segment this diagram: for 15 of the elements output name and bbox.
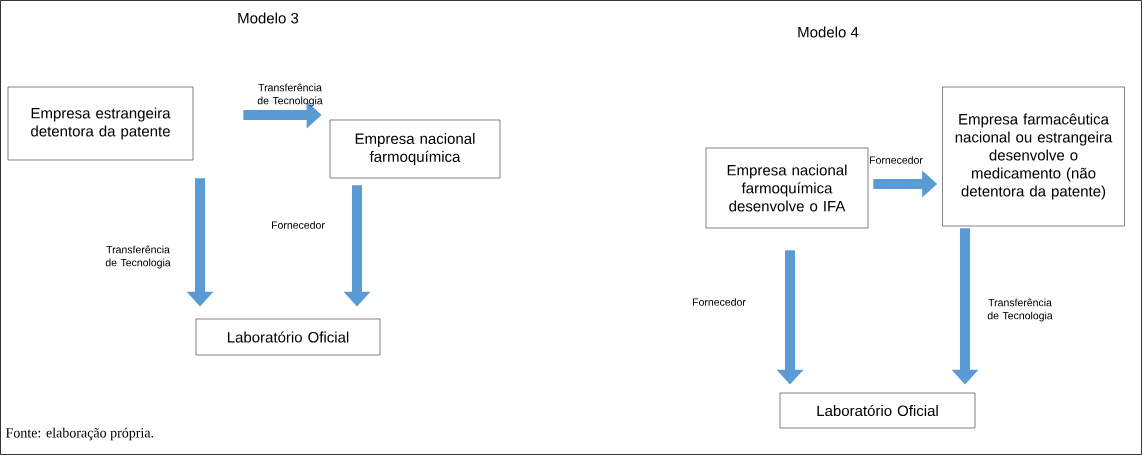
edge-label: Transferência de Tecnologia <box>987 298 1053 322</box>
edge-label: Fornecedor <box>693 298 746 306</box>
model-heading: Modelo 4 <box>798 26 859 38</box>
process-box: Laboratório Oficial <box>779 392 976 429</box>
edge-label: Transferência de Tecnologia <box>105 245 171 269</box>
process-box: Empresa estrangeira detentora da patente <box>7 86 194 161</box>
process-box: Empresa farmacêutica nacional ou estrangeira desenvolve o medicamento (não detentora da patente) <box>942 86 1125 227</box>
edge-label: Transferência de Tecnologia <box>257 83 323 107</box>
caption: Fonte: elaboração própria. <box>5 427 154 441</box>
process-box: Empresa nacional farmoquímica <box>329 119 501 179</box>
model-heading: Modelo 3 <box>238 12 299 24</box>
edge-label: Fornecedor <box>272 221 325 229</box>
process-box: Laboratório Oficial <box>195 318 381 356</box>
edge-label: Fornecedor <box>870 156 923 164</box>
process-box: Empresa nacional farmoquímica desenvolve o IFA <box>705 147 869 229</box>
